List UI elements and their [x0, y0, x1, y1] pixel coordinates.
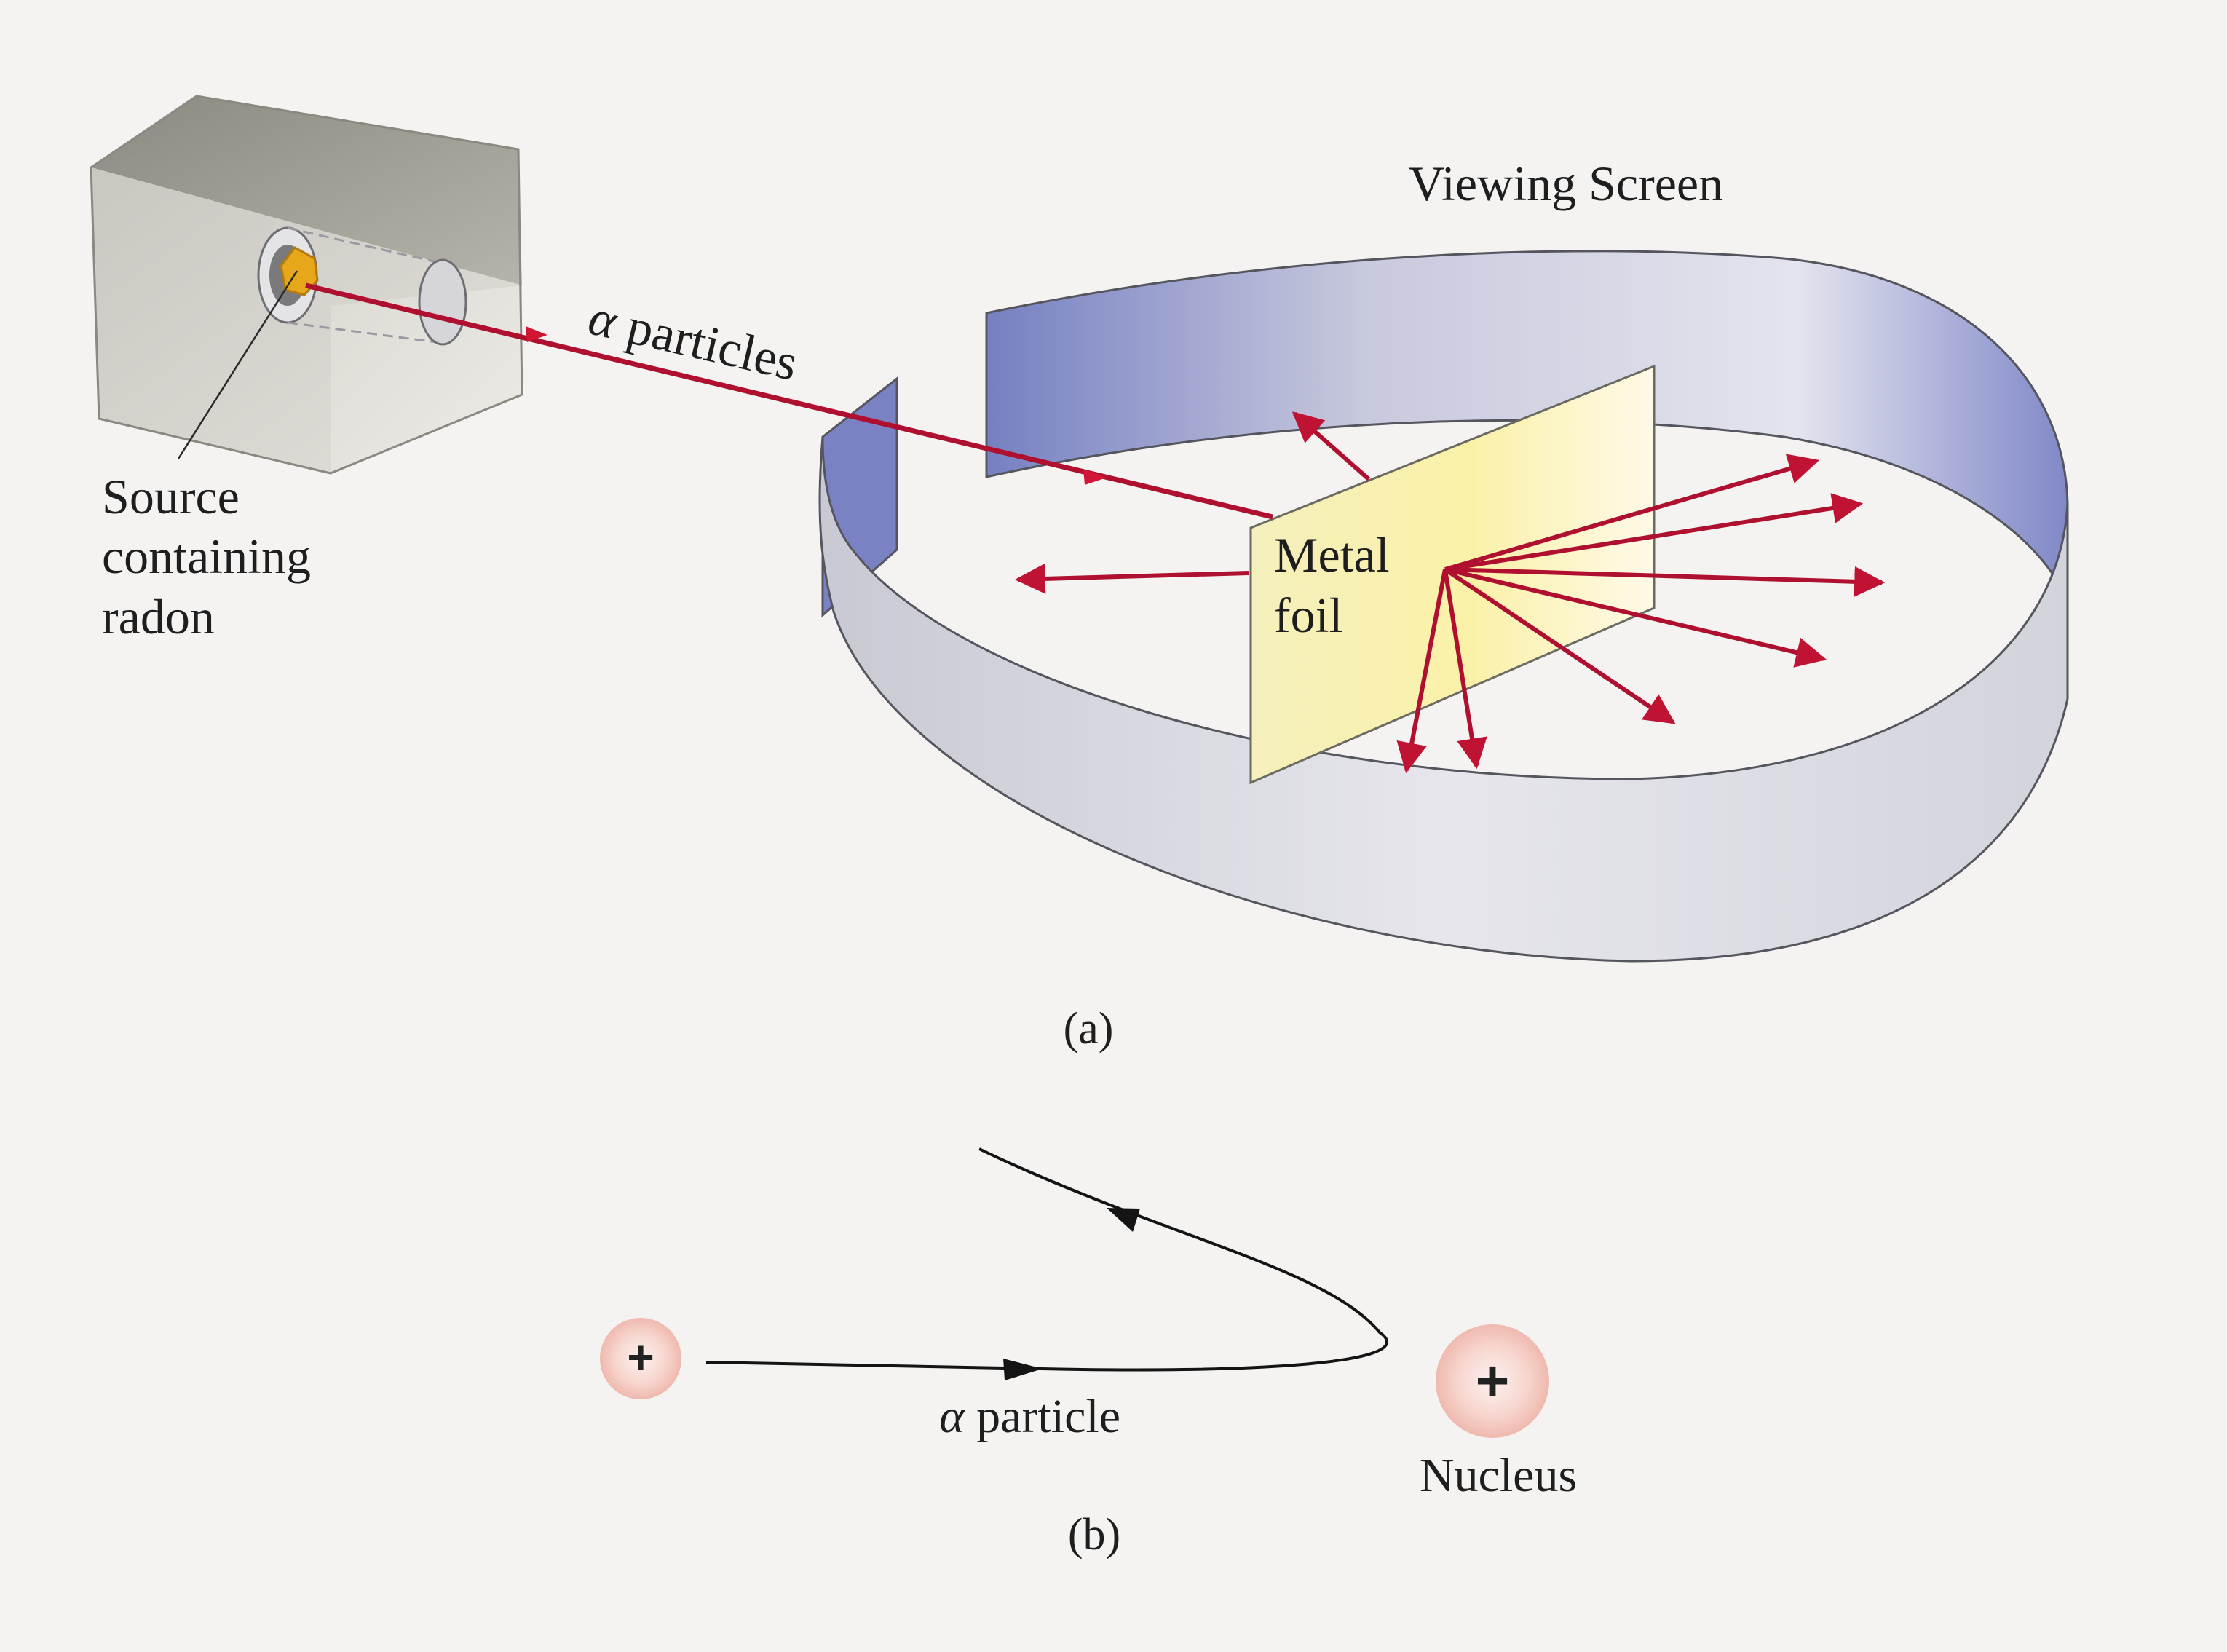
scattered-arrows: [1014, 411, 1886, 774]
source-leader-line: [177, 270, 298, 459]
caption-b: (b): [1068, 1510, 1120, 1560]
trajectory-arrow-icon: [1107, 1208, 1140, 1232]
nucleus-charge: +: [1476, 1348, 1510, 1413]
tube-outline: [287, 226, 438, 344]
scatter-arrow: [1443, 569, 1487, 770]
scatter-arrow: [1396, 569, 1447, 774]
alpha-particle-icon: [600, 1318, 681, 1399]
alpha-charge: +: [627, 1331, 654, 1383]
alpha-trajectory: [705, 1147, 1388, 1372]
scatter-arrow: [1444, 567, 1676, 724]
beam-line: [305, 282, 1273, 520]
scatter-arrow-back-left: [1014, 563, 1249, 594]
viewing-screen-label: Viewing Screen: [1409, 156, 1723, 211]
trajectory-arrow-icon: [1003, 1359, 1043, 1380]
beam-arrow-icon: [526, 326, 547, 342]
caption-a: (a): [1064, 1004, 1114, 1054]
source-label-line2: containing: [102, 529, 311, 584]
alpha-beam: [305, 282, 1273, 520]
nucleus-icon: [1436, 1324, 1549, 1438]
scatter-arrow: [1444, 454, 1820, 572]
nucleus-label: Nucleus: [1420, 1449, 1577, 1502]
scatter-arrow-back-up: [1291, 411, 1370, 481]
alpha-particle-label: α particle: [939, 1390, 1120, 1443]
scatter-arrow: [1444, 566, 1886, 597]
cube-top-face: [91, 96, 522, 285]
deflection-diagram: + + α particle Nucleus (b): [600, 1147, 1577, 1560]
source-label-line1: Source: [102, 469, 240, 524]
metal-foil-label-line1: Metal: [1274, 527, 1390, 582]
scatter-arrow: [1444, 493, 1864, 572]
screen-front-band: [818, 436, 2069, 963]
beam-arrow-icon: [1083, 469, 1107, 485]
scatter-arrow: [1444, 567, 1827, 668]
cube-side-face: [331, 285, 522, 473]
viewing-screen: [818, 250, 2069, 963]
source-box: [90, 95, 523, 475]
metal-foil-label-line2: foil: [1274, 588, 1342, 643]
tube-exit: [418, 258, 467, 346]
source-label-line3: radon: [102, 589, 215, 644]
